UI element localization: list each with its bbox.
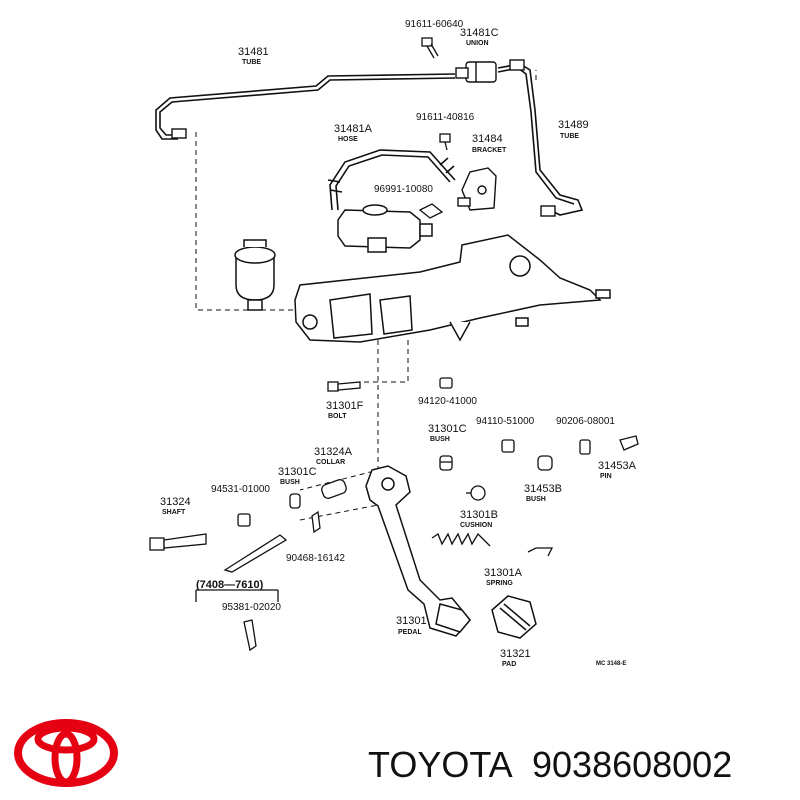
label-94120-41000: 94120-41000 (418, 396, 477, 407)
bush-31301c (439, 455, 453, 471)
label-31324: 31324 (160, 496, 191, 508)
label-31481c: 31481C (460, 27, 499, 39)
clip-90468-16142 (311, 510, 321, 534)
bolt-95381-02020 (243, 619, 257, 652)
desc-31489: TUBE (560, 133, 579, 140)
clip-96991-10080 (418, 203, 444, 219)
label-95381-02020: 95381-02020 (222, 602, 281, 613)
label-90206-08001: 90206-08001 (556, 416, 615, 427)
desc-31301f: BOLT (328, 413, 347, 420)
label-31481: 31481 (238, 46, 269, 58)
tube-fitting (540, 205, 556, 217)
tube-fitting (509, 59, 525, 71)
nut-94531-01000 (237, 513, 251, 527)
bush-31453b (537, 455, 553, 471)
hose-31481a (327, 149, 456, 211)
label-31453b: 31453B (524, 483, 562, 495)
bracket-31484 (457, 167, 497, 211)
label-31484: 31484 (472, 133, 503, 145)
bolt-31301f (327, 381, 361, 392)
diagram-code: MC 3148-E (596, 661, 626, 667)
label-31481a: 31481A (334, 123, 373, 135)
nut-94120-41000 (439, 377, 453, 389)
cushion-31301b (466, 485, 486, 501)
label-31301c-left: 31301C (278, 466, 317, 478)
collar-31324a (321, 479, 347, 499)
nut-94110-51000 (501, 439, 515, 453)
label-31324a: 31324A (314, 446, 353, 458)
desc-31301: PEDAL (398, 629, 422, 636)
label-31453a: 31453A (598, 460, 637, 472)
shaft-31324 (149, 533, 207, 551)
clip-90206-08001 (579, 439, 591, 455)
pad-31321 (491, 595, 537, 639)
label-91611-40816: 91611-40816 (416, 112, 475, 123)
desc-31481c: UNION (466, 40, 489, 47)
desc-31324a: COLLAR (316, 459, 345, 466)
label-31301: 31301 (396, 615, 427, 627)
pedal-31301 (365, 465, 471, 637)
label-31489: 31489 (558, 119, 589, 131)
label-31301c: 31301C (428, 423, 467, 435)
label-31301f: 31301F (326, 400, 364, 412)
desc-31324: SHAFT (162, 509, 186, 516)
desc-31301c-left: BUSH (280, 479, 300, 486)
desc-31453b: BUSH (526, 496, 546, 503)
bush-31301c-left (289, 493, 301, 509)
desc-31481a: HOSE (338, 136, 358, 143)
bolt-91611-60640 (421, 37, 439, 59)
label-7408-7610: (7408—7610) (196, 579, 264, 591)
label-96991-10080: 96991-10080 (374, 184, 433, 195)
master-cylinder (337, 204, 433, 253)
desc-31321: PAD (502, 661, 516, 668)
brand-name: TOYOTA (368, 744, 513, 785)
label-31301b: 31301B (460, 509, 498, 521)
tube-31481 (155, 73, 456, 140)
label-94110-51000: 94110-51000 (476, 416, 535, 427)
label-94531-01000: 94531-01000 (211, 484, 270, 495)
desc-31301a: SPRING (486, 580, 513, 587)
toyota-logo-icon (14, 719, 118, 787)
desc-31481: TUBE (242, 59, 261, 66)
label-91611-60640: 91611-60640 (405, 19, 464, 30)
desc-31301b: CUSHION (460, 522, 492, 529)
spring-31301a (431, 532, 554, 557)
union-31481c (455, 61, 497, 83)
desc-31484: BRACKET (472, 147, 507, 154)
bolt-91611-40816 (439, 133, 451, 151)
desc-31453a: PIN (600, 473, 612, 480)
desc-31301c: BUSH (430, 436, 450, 443)
label-31321: 31321 (500, 648, 531, 660)
tube-fitting (171, 128, 187, 139)
pedal-support-bracket (294, 234, 611, 343)
label-90468-16142: 90468-16142 (286, 553, 345, 564)
year-range-bracket (195, 534, 288, 602)
label-31301a: 31301A (484, 567, 523, 579)
reservoir (234, 239, 276, 311)
part-number: 9038608002 (532, 744, 732, 785)
labels: 91611-60640 31481C UNION 31481 TUBE 3148… (160, 19, 637, 668)
pin-31453a (619, 435, 639, 451)
